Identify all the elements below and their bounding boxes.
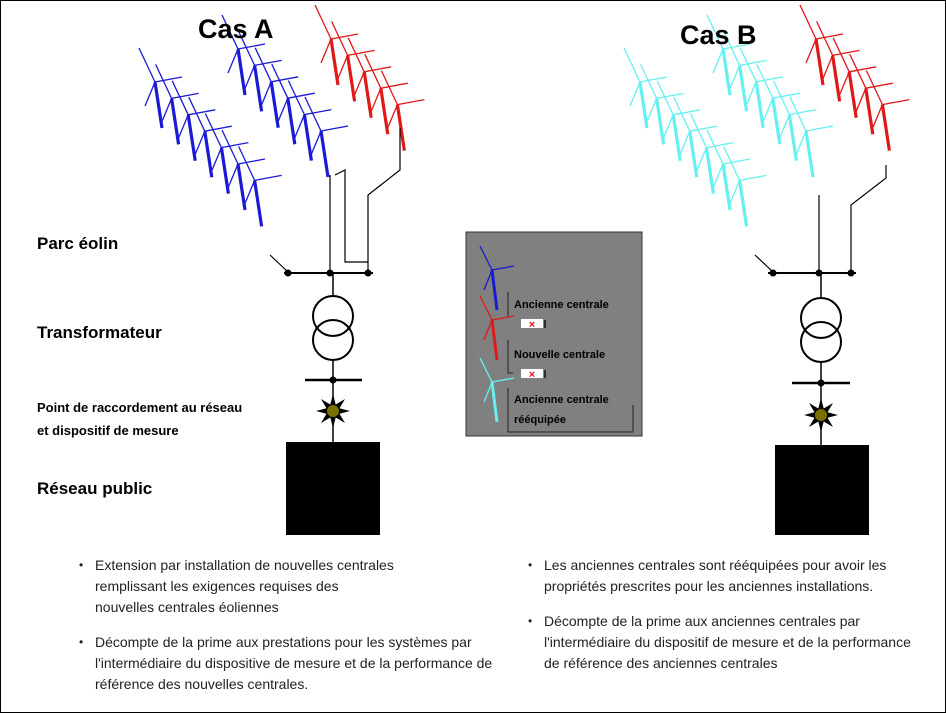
legend-label-new: Nouvelle centrale	[514, 349, 606, 361]
case-a-collection-lines	[269, 128, 401, 273]
wind-turbine-icon	[756, 63, 800, 145]
svg-text:×: ×	[529, 319, 535, 331]
wind-turbine-icon	[849, 53, 893, 135]
svg-text:×: ×	[529, 369, 535, 381]
wind-turbine-icon	[314, 4, 359, 86]
wind-turbine-icon	[364, 53, 408, 135]
wind-turbine-icon	[865, 70, 910, 151]
legend-turbine-icons	[479, 245, 515, 423]
wind-turbine-icon	[254, 47, 299, 129]
case-b-collection-lines	[754, 165, 887, 273]
label-point-line1: Point de raccordement au réseau	[37, 400, 243, 415]
case-a-busbar	[284, 269, 373, 295]
case-a-metering-device-icon	[316, 394, 350, 428]
legend-label-refit-1: Ancienne centrale	[514, 394, 609, 406]
wind-turbine-icon	[673, 96, 717, 178]
wind-turbine-icon	[221, 14, 266, 96]
case-a-public-grid-box	[286, 442, 380, 535]
legend-red-x-marks: × ×	[521, 319, 546, 381]
wind-turbine-icon	[138, 47, 183, 129]
wind-turbine-icon	[331, 21, 375, 102]
legend: × ×	[465, 231, 643, 437]
case-a-wind-farm	[138, 4, 425, 227]
legend-label-old: Ancienne centrale	[514, 299, 609, 311]
legend-turbine-icon	[479, 357, 515, 423]
label-point-line2: et dispositif de mesure	[37, 423, 179, 438]
wind-turbine-icon	[221, 129, 266, 211]
case-b-wind-farm	[623, 4, 910, 227]
case-b-bullet-1: Les anciennes centrales sont rééquipées …	[521, 555, 944, 597]
wind-turbine-icon	[689, 113, 734, 194]
case-b-metering-device-icon	[804, 398, 838, 432]
wind-turbine-icon	[640, 64, 684, 145]
label-reseau-public: Réseau public	[37, 479, 153, 498]
case-b-bullets: Les anciennes centrales sont rééquipées …	[521, 555, 945, 688]
wind-turbine-icon	[816, 21, 860, 102]
wind-turbine-icon	[304, 96, 349, 178]
wind-turbine-icon	[271, 63, 315, 145]
case-b-bullet-2: Décompte de la prime aux anciennes centr…	[521, 611, 914, 674]
wind-turbine-icon	[238, 31, 282, 112]
case-b-public-grid-box	[775, 445, 869, 535]
legend-turbine-icon	[479, 245, 515, 311]
wind-turbine-icon	[656, 80, 701, 162]
wind-turbine-icon	[188, 96, 232, 178]
wind-turbine-icon	[772, 80, 817, 161]
case-a-bullet-2: Décompte de la prime aux prestations pou…	[72, 632, 515, 695]
wind-turbine-icon	[287, 80, 332, 161]
case-b-busbar	[768, 269, 856, 297]
wind-turbine-icon	[799, 4, 844, 86]
case-b-title: Cas B	[680, 20, 757, 50]
wind-turbine-icon	[706, 129, 751, 211]
case-a-transformer	[312, 295, 354, 361]
case-a-bullet-1: Extension par installation de nouvelles …	[72, 555, 395, 618]
case-a-title: Cas A	[198, 14, 274, 44]
legend-brackets	[507, 292, 634, 433]
wind-turbine-icon	[380, 70, 425, 151]
label-parc-eolien: Parc éolin	[37, 234, 119, 253]
wind-turbine-icon	[171, 80, 216, 162]
wind-turbine-icon	[723, 31, 767, 112]
wind-turbine-icon	[347, 37, 392, 119]
legend-label-refit-2: rééquipée	[514, 414, 566, 426]
wind-turbine-icon	[155, 64, 199, 145]
wind-turbine-icon	[238, 146, 282, 227]
wind-turbine-icon	[706, 14, 751, 96]
wind-turbine-icon	[204, 113, 249, 194]
wind-turbine-icon	[739, 47, 784, 129]
wind-turbine-icon	[623, 47, 668, 129]
case-b-transformer	[800, 297, 842, 363]
wind-turbine-icon	[789, 96, 834, 178]
wind-turbine-icon	[832, 37, 877, 119]
legend-turbine-icon	[479, 295, 515, 361]
label-transformateur: Transformateur	[37, 323, 162, 342]
wind-turbine-icon	[723, 146, 767, 227]
case-a-bullets: Extension par installation de nouvelles …	[72, 555, 512, 709]
